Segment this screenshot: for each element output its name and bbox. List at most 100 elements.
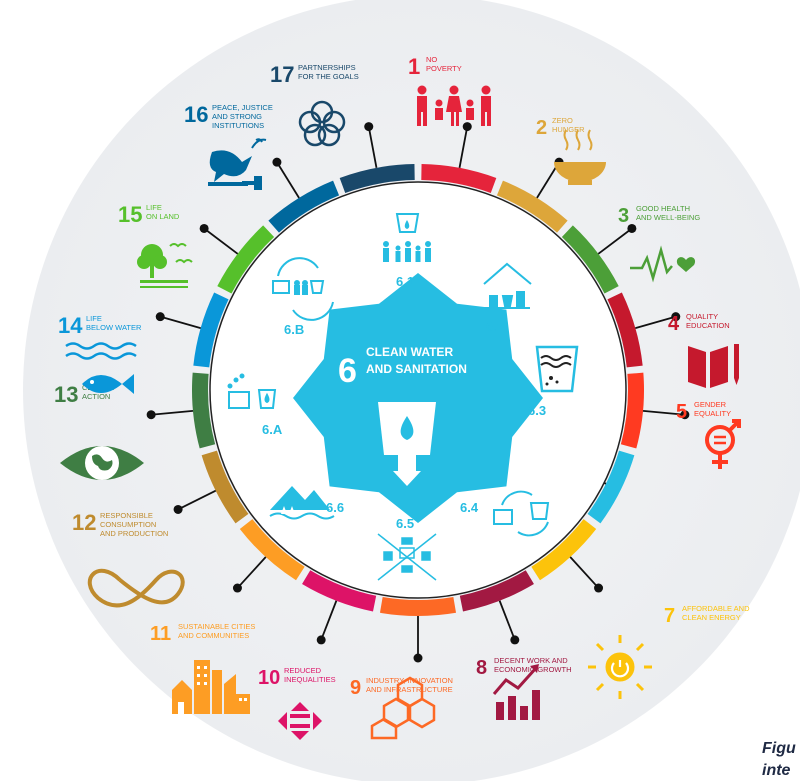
target-6-2: 6.2 [483,262,532,334]
connector-line [569,556,600,589]
goal-title-line: AND STRONG [212,112,262,121]
eye-globe-icon [60,446,144,480]
center-goal-title-line1: CLEAN WATER [366,345,453,359]
fish-waves-icon [65,342,137,394]
ring-segment [620,372,644,449]
connector-line [642,409,685,416]
target-label: 6.2 [486,319,504,334]
figure-caption: Figu inte [762,738,800,782]
center-goal-number: 6 [338,352,357,390]
goal-number: 12 [72,510,96,535]
connector-dot [413,653,423,663]
connector-dot [627,223,637,233]
goal-title-line: GENDER [694,400,727,409]
connector-dot [173,504,183,514]
goal-number: 16 [184,102,208,127]
goal-title-line: NO [426,55,437,64]
goal-title-line: INDUSTRY, INNOVATION [366,676,453,685]
glass-wastewater-icon [535,345,579,393]
goal-2-icon-group [554,129,606,185]
ring-segment [239,519,305,581]
goal-title-line: REDUCED [284,666,322,675]
goal-title-line: CONSUMPTION [100,520,156,529]
gender-equality-icon [705,419,741,469]
connector-dot [462,122,472,132]
connector-line [203,227,239,255]
connector-line [159,315,201,330]
goal-16-icon-group [208,138,267,190]
goal-title-line: EDUCATION [686,321,730,330]
goal-title-line: ON LAND [146,212,180,221]
goal-title-line: AND COMMUNITIES [178,631,249,640]
goal-number: 15 [118,202,142,227]
goal-number: 9 [350,677,361,699]
connector-line [597,227,633,255]
connector-dot [232,583,242,593]
target-label: 6.5 [396,516,414,531]
caption-line-1: Figu [762,740,796,757]
target-6-1: 6.1 [383,213,431,289]
cubes-icon [370,676,436,740]
connector-dot [316,635,326,645]
target-6-4: 6.4 [460,490,550,537]
ring-segment [587,450,635,524]
goal-1-icon-group [417,85,491,126]
target-label: 6.1 [396,274,414,289]
goal-17-icon-group [298,100,346,147]
goal-number: 7 [664,605,675,627]
goal-number: 11 [150,623,171,645]
bowl-icon [554,129,606,185]
family-people-icon [383,241,431,262]
connector-dot [272,157,282,167]
connector-dot [364,122,374,132]
goal-number: 5 [676,401,687,423]
ring-segment [201,450,249,524]
goal-11-icon-group [172,660,250,714]
target-label: 6.4 [460,500,479,515]
goal-title-line: ACTION [82,392,110,401]
connector-dot [671,312,681,322]
goal-title-line: PARTNERSHIPS [298,63,356,72]
connector-dot [594,583,604,593]
ring-segment [561,225,619,294]
goal-12-icon-group [87,568,185,608]
ring-segment [607,292,643,368]
goal-title-line: POVERTY [426,64,462,73]
connector-dot [155,312,165,322]
ring-segment [192,372,216,449]
goal-7-icon-group [588,635,652,699]
connector-dot [199,223,209,233]
goal-15-icon-group [137,243,193,288]
water-recycle-icon [493,490,550,537]
goal-title-line: ZERO [552,116,573,125]
goal-title-line: SUSTAINABLE CITIES [178,622,255,631]
cooperation-cross-icon [377,533,437,581]
water-drop-glass-icon [378,402,436,486]
goal-title-line: RESPONSIBLE [100,511,153,520]
goal-title-line: PEACE, JUSTICE [212,103,273,112]
target-label: 6.B [284,322,304,337]
goal-title-line: LIFE [146,203,162,212]
goal-title-line: CLEAN ENERGY [682,613,741,622]
connector-line [276,161,300,199]
community-water-cycle-icon [272,257,334,321]
goal-title-line: GOOD HEALTH [636,204,690,213]
equal-arrows-icon [278,702,322,740]
goal-title-line: INSTITUTIONS [212,121,264,130]
sun-power-icon [588,635,652,699]
goal-ring [192,164,644,616]
target-6-3: 6.3 [528,345,579,418]
water-glass-drops-icon [227,373,277,409]
growth-chart-icon [492,664,540,720]
goal-number: 10 [258,667,280,689]
ring-segment [421,164,497,194]
